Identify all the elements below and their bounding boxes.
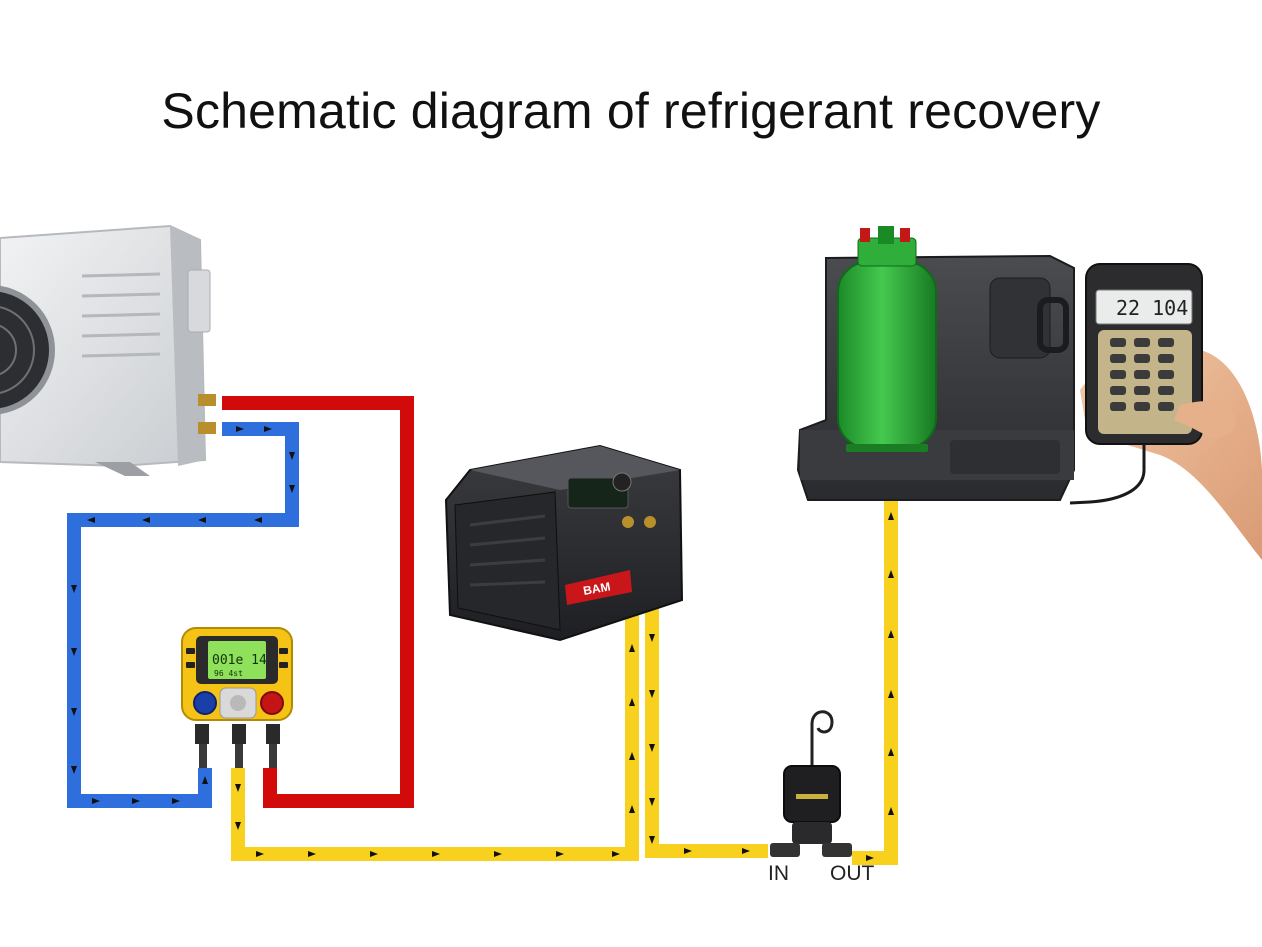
scale-cable — [1069, 444, 1146, 505]
high-pressure-line — [222, 396, 414, 808]
manifold-gauge: 001e 14 96 4st — [181, 627, 293, 768]
diagram-title: Schematic diagram of refrigerant recover… — [161, 83, 1101, 139]
recovery-machine-brand: BAM — [582, 579, 611, 598]
service-valve-high — [198, 394, 216, 406]
manifold-display — [208, 641, 266, 679]
ac-outdoor-unit — [0, 224, 216, 476]
fan-grille — [0, 285, 55, 415]
filter-in-label: IN — [768, 862, 789, 885]
manifold-display-main: 001e 14 — [212, 653, 267, 668]
filter-out-label: OUT — [830, 862, 875, 885]
low-pressure-line — [67, 422, 299, 808]
service-valve-low — [198, 422, 216, 434]
low-side-valve-knob — [193, 691, 217, 715]
scale-keypad — [1110, 338, 1174, 411]
manifold-display-sub: 96 4st — [214, 669, 243, 678]
filter-drier: IN OUT — [768, 710, 875, 885]
scale-display: 22 104 — [1116, 296, 1188, 320]
high-side-valve-knob — [260, 691, 284, 715]
cylinder-fill-line — [852, 440, 898, 865]
recovery-machine: BAM — [444, 444, 684, 642]
recovery-machine-label — [565, 570, 632, 605]
hook-icon — [810, 710, 834, 766]
electronic-scale: 22 104 — [1069, 263, 1262, 560]
refrigerant-cylinder — [837, 226, 937, 452]
